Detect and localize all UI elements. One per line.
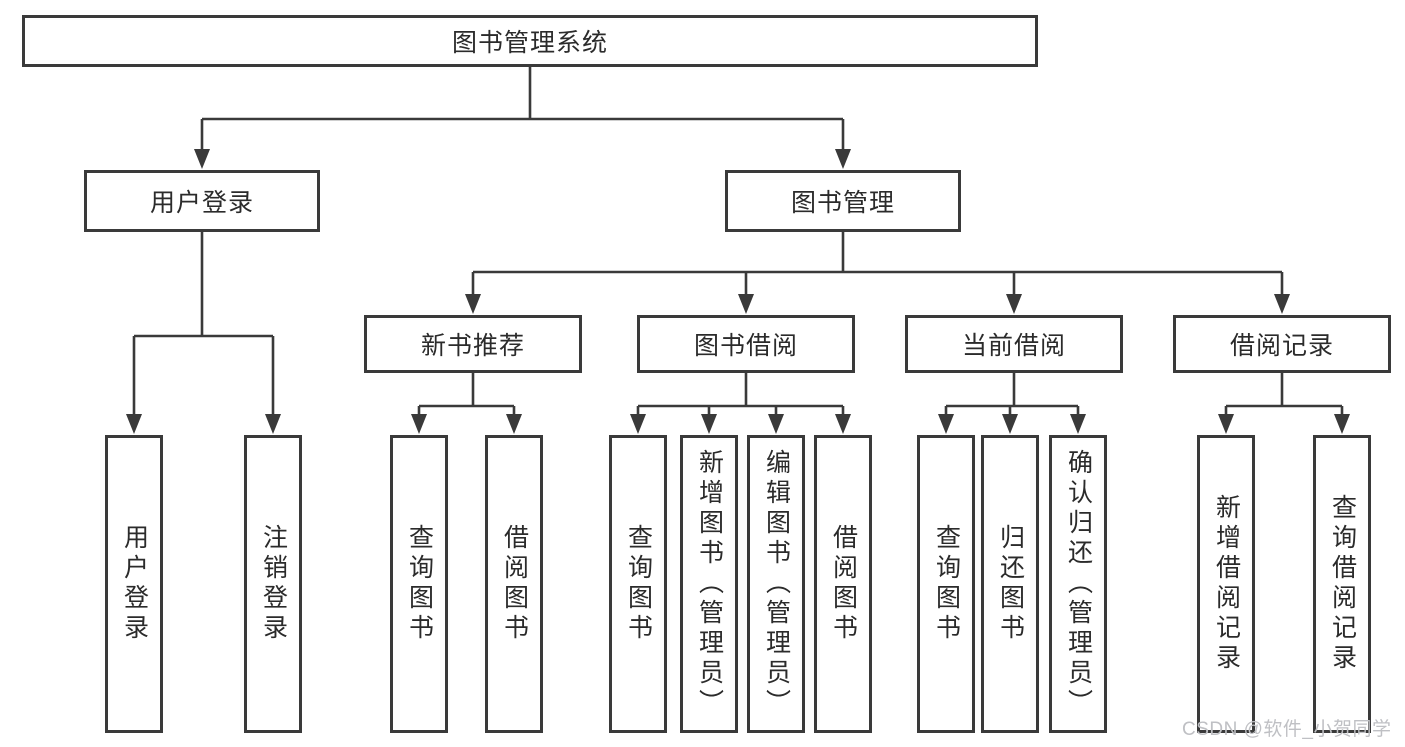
node-book-management: 图书管理 <box>725 170 961 232</box>
node-label: 借阅记录 <box>1229 332 1334 360</box>
leaf-borrow-books: 借阅图书 <box>814 435 872 733</box>
arrowhead <box>1218 414 1234 434</box>
node-new-book-recommend: 新书推荐 <box>364 315 582 373</box>
leaf-edit-book-admin: 编辑图书（管理员） <box>747 435 805 733</box>
arrowhead <box>768 414 784 434</box>
arrowhead <box>265 414 281 434</box>
node-label: 查询借阅记录 <box>1328 494 1357 674</box>
arrowhead <box>1002 414 1018 434</box>
connector-arrowheads <box>126 149 1350 434</box>
node-label: 归还图书 <box>996 524 1025 644</box>
arrowhead <box>938 414 954 434</box>
arrowhead <box>1274 294 1290 314</box>
arrowhead <box>411 414 427 434</box>
leaf-confirm-return-admin: 确认归还（管理员） <box>1049 435 1107 733</box>
arrowhead <box>465 294 481 314</box>
node-label: 确认归还（管理员） <box>1064 449 1093 719</box>
node-label: 新增图书（管理员） <box>695 449 724 719</box>
leaf-add-borrow-record: 新增借阅记录 <box>1197 435 1255 733</box>
node-label: 查询图书 <box>405 524 434 644</box>
leaf-logout: 注销登录 <box>244 435 302 733</box>
node-label: 查询图书 <box>932 524 961 644</box>
arrowhead <box>701 414 717 434</box>
node-borrow-records: 借阅记录 <box>1173 315 1391 373</box>
leaf-query-books-recommend: 查询图书 <box>390 435 448 733</box>
csdn-watermark: CSDN @软件_小贺同学 <box>1182 719 1392 740</box>
node-root: 图书管理系统 <box>22 15 1038 67</box>
node-label: 编辑图书（管理员） <box>762 449 791 719</box>
node-label: 图书管理系统 <box>451 29 608 57</box>
node-label: 借阅图书 <box>500 524 529 644</box>
arrowhead <box>835 414 851 434</box>
leaf-query-books-current: 查询图书 <box>917 435 975 733</box>
node-label: 注销登录 <box>259 524 288 644</box>
arrowhead <box>506 414 522 434</box>
arrowhead <box>738 294 754 314</box>
arrowhead <box>1334 414 1350 434</box>
arrowhead <box>1006 294 1022 314</box>
leaf-return-book: 归还图书 <box>981 435 1039 733</box>
arrowhead <box>194 149 210 169</box>
leaf-query-books-borrow: 查询图书 <box>609 435 667 733</box>
leaf-borrow-books-recommend: 借阅图书 <box>485 435 543 733</box>
arrowhead <box>1070 414 1086 434</box>
node-book-borrow: 图书借阅 <box>637 315 855 373</box>
node-label: 查询图书 <box>624 524 653 644</box>
leaf-add-book-admin: 新增图书（管理员） <box>680 435 738 733</box>
node-current-borrow: 当前借阅 <box>905 315 1123 373</box>
arrowhead <box>630 414 646 434</box>
node-label: 图书管理 <box>790 189 895 217</box>
leaf-user-login: 用户登录 <box>105 435 163 733</box>
node-user-login: 用户登录 <box>84 170 320 232</box>
node-label: 用户登录 <box>149 189 254 217</box>
leaf-query-borrow-record: 查询借阅记录 <box>1313 435 1371 733</box>
node-label: 新书推荐 <box>420 332 525 360</box>
node-label: 借阅图书 <box>829 524 858 644</box>
arrowhead <box>835 149 851 169</box>
node-label: 当前借阅 <box>961 332 1066 360</box>
node-label: 用户登录 <box>120 524 149 644</box>
arrowhead <box>126 414 142 434</box>
node-label: 新增借阅记录 <box>1212 494 1241 674</box>
node-label: 图书借阅 <box>693 332 798 360</box>
